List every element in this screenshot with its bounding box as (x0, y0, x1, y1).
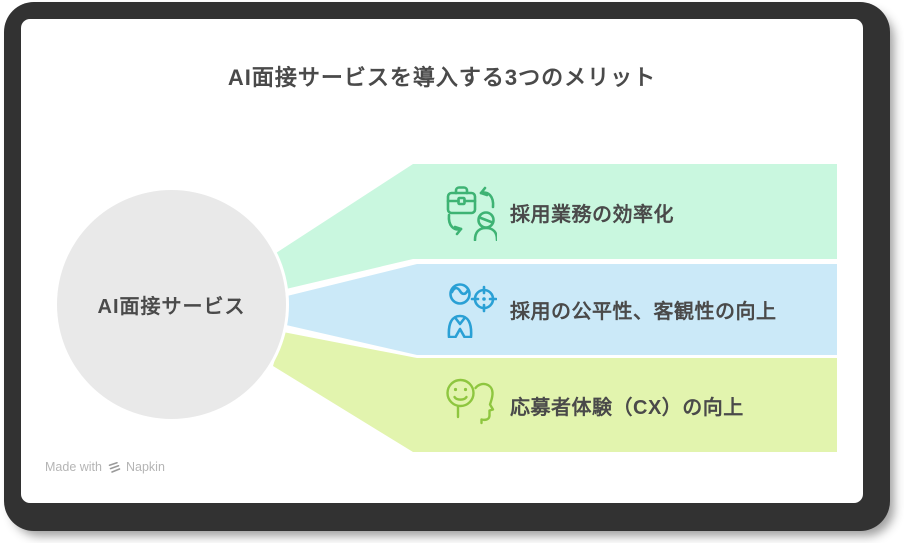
ribbon-benefit-3 (273, 332, 837, 452)
person-target-icon (447, 283, 497, 338)
ribbon-benefit-2 (286, 264, 837, 355)
page-title: AI面接サービスを導入する3つのメリット (227, 65, 657, 90)
watermark: Made with Napkin (45, 460, 165, 474)
hub-circle: AI面接サービス (57, 190, 286, 419)
benefit-label-3: 応募者体験（CX）の向上 (510, 396, 744, 419)
smiley-head-profile-icon (446, 378, 495, 425)
benefit-label-2: 採用の公平性、客観性の向上 (510, 300, 777, 323)
watermark-brand: Napkin (125, 460, 165, 474)
benefit-row-2: 採用の公平性、客観性の向上 (445, 278, 845, 340)
diagram-card: AI面接サービス AI面接サービスを導入する3つのメリット (21, 19, 863, 503)
benefit-row-3: 応募者体験（CX）の向上 (445, 374, 845, 436)
ribbon-shapes (273, 164, 837, 452)
watermark-prefix: Made with (45, 460, 102, 474)
benefit-label-1: 採用業務の効率化 (510, 203, 674, 226)
hub-label: AI面接サービス (97, 296, 246, 318)
ribbon-benefit-1 (276, 164, 837, 289)
briefcase-person-cycle-icon (446, 186, 497, 241)
napkin-logo-icon (108, 461, 121, 473)
benefit-row-1: 採用業務の効率化 (445, 181, 845, 243)
